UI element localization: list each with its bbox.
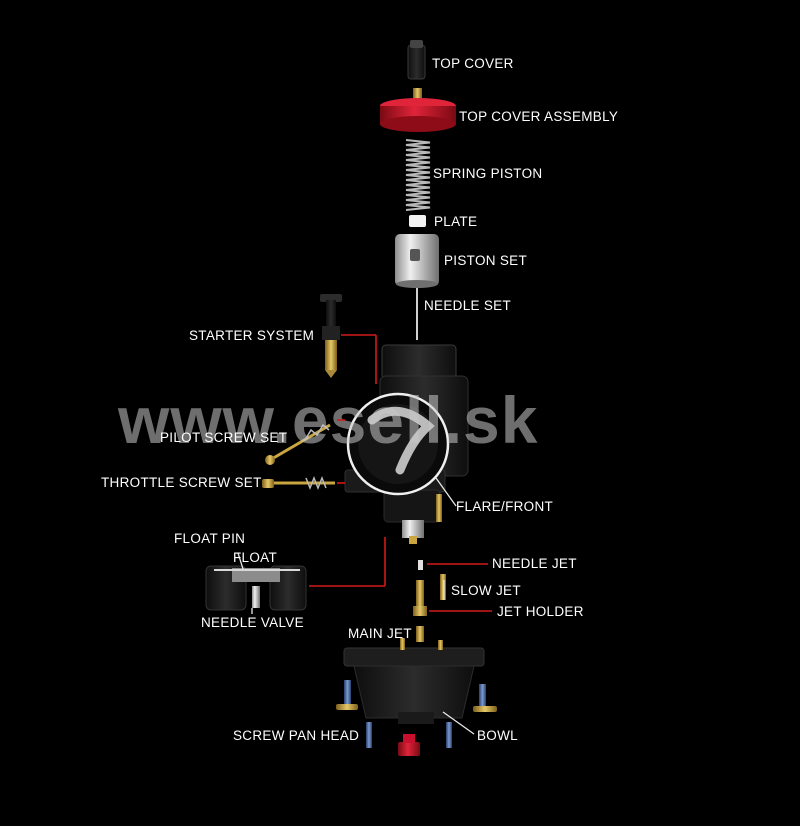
label-top-cover: TOP COVER xyxy=(432,56,514,71)
label-float: FLOAT xyxy=(233,550,277,565)
label-piston-set: PISTON SET xyxy=(444,253,527,268)
pilot-screw-set-part xyxy=(265,423,331,465)
top-cover-assembly-part xyxy=(380,88,456,132)
plate-part xyxy=(409,215,426,227)
label-top-cover-assembly: TOP COVER ASSEMBLY xyxy=(459,109,618,124)
label-float-pin: FLOAT PIN xyxy=(174,531,245,546)
needle-jet-part xyxy=(418,560,423,570)
label-flare-front: FLARE/FRONT xyxy=(456,499,553,514)
screw-pan-head-part xyxy=(336,680,497,756)
label-needle-valve: NEEDLE VALVE xyxy=(201,615,304,630)
label-plate: PLATE xyxy=(434,214,477,229)
main-jet-part xyxy=(416,626,424,642)
watermark: www.esell.sk xyxy=(117,383,538,457)
slow-jet-part xyxy=(440,574,446,600)
spring-piston-part xyxy=(405,139,431,211)
leader-flare xyxy=(435,477,457,507)
label-bowl: BOWL xyxy=(477,728,518,743)
label-slow-jet: SLOW JET xyxy=(451,583,521,598)
leader-bowl xyxy=(442,711,475,735)
label-jet-holder: JET HOLDER xyxy=(497,604,584,619)
leader-lines xyxy=(237,334,492,735)
starter-system-part xyxy=(320,294,342,378)
throttle-screw-set-part xyxy=(262,475,335,491)
bowl-part xyxy=(343,638,485,724)
jet-holder-part xyxy=(413,580,427,616)
leader-float-pin xyxy=(237,552,244,570)
label-spring-piston: SPRING PISTON xyxy=(433,166,542,181)
float-part xyxy=(205,565,307,611)
top-cover-part xyxy=(407,40,426,80)
label-throttle-screw-set: THROTTLE SCREW SET xyxy=(101,475,262,490)
label-screw-pan-head: SCREW PAN HEAD xyxy=(233,728,359,743)
piston-set-part xyxy=(395,234,439,288)
label-main-jet: MAIN JET xyxy=(348,626,412,641)
label-starter-system: STARTER SYSTEM xyxy=(189,328,314,343)
label-pilot-screw-set: PILOT SCREW SET xyxy=(160,430,287,445)
label-needle-jet: NEEDLE JET xyxy=(492,556,577,571)
carburetor-body-part xyxy=(344,344,469,544)
label-needle-set: NEEDLE SET xyxy=(424,298,511,313)
